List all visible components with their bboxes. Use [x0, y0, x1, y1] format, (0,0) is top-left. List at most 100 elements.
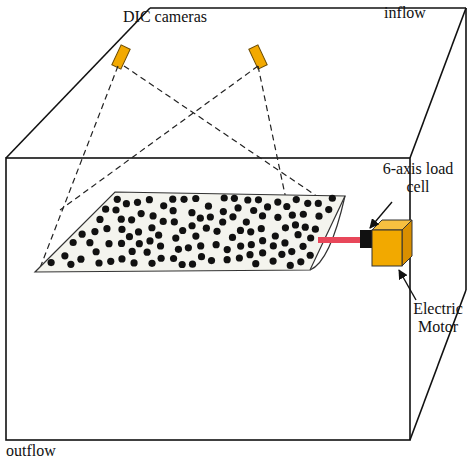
speckle-dot	[294, 231, 301, 238]
speckle-dot	[282, 224, 289, 231]
speckle-dot	[224, 256, 231, 263]
speckle-dot	[270, 242, 277, 249]
speckle-dot	[160, 218, 167, 225]
speckle-dot	[219, 218, 226, 225]
speckle-dot	[213, 228, 220, 235]
speckle-dot	[207, 213, 214, 220]
speckle-dot	[288, 248, 295, 255]
speckle-dot	[208, 257, 215, 264]
speckle-dot	[95, 259, 102, 266]
electric-motor	[372, 220, 412, 266]
speckle-dot	[269, 257, 276, 264]
speckle-dot	[185, 244, 192, 251]
speckle-dot	[118, 240, 125, 247]
speckle-dot	[237, 242, 244, 249]
speckle-dot	[128, 216, 135, 223]
speckle-dot	[274, 199, 281, 206]
speckle-dot	[130, 259, 137, 266]
speckle-dot	[158, 255, 165, 262]
speckle-dot	[304, 200, 311, 207]
speckle-dot	[325, 206, 332, 213]
speckle-dot	[105, 240, 112, 247]
speckle-dot	[246, 251, 253, 258]
speckle-dot	[315, 200, 322, 207]
speckle-dot	[259, 212, 266, 219]
speckle-dot	[272, 232, 279, 239]
speckle-dot	[307, 234, 314, 241]
speckle-dot	[205, 203, 212, 210]
tunnel-outline	[6, 8, 466, 440]
speckle-dot	[70, 239, 77, 246]
speckle-dot	[236, 254, 243, 261]
speckle-dot	[134, 199, 141, 206]
speckle-dot	[258, 225, 265, 232]
speckle-dot	[283, 203, 290, 210]
speckle-dot	[135, 228, 142, 235]
speckle-dot	[91, 228, 98, 235]
speckle-dot	[302, 224, 309, 231]
speckle-dot	[234, 204, 241, 211]
speckle-dot	[169, 196, 176, 203]
speckle-dot	[118, 226, 125, 233]
speckle-dot	[197, 242, 204, 249]
speckle-dot	[243, 219, 250, 226]
dic-camera	[112, 45, 267, 69]
speckle-dot	[144, 249, 151, 256]
speckle-dot	[123, 200, 130, 207]
load-cell-label: 6-axis load cell	[382, 160, 454, 195]
speckle-dot	[118, 255, 125, 262]
inflow-label: inflow	[365, 4, 445, 22]
speckle-dot	[112, 206, 119, 213]
speckle-dot	[179, 261, 186, 268]
speckle-dot	[160, 202, 167, 209]
speckle-dot	[79, 231, 86, 238]
speckle-dot	[103, 225, 110, 232]
speckle-dot	[297, 258, 304, 265]
speckle-dot	[148, 260, 155, 267]
speckle-dot	[107, 258, 114, 265]
outflow-label: outflow	[6, 442, 96, 460]
speckle-dot	[203, 225, 210, 232]
speckle-dot	[259, 237, 266, 244]
speckle-dot	[180, 196, 187, 203]
speckle-dot	[307, 252, 314, 259]
speckle-dot	[274, 214, 281, 221]
speckle-dot	[247, 228, 254, 235]
speckle-dot	[67, 261, 74, 268]
speckle-dot	[171, 218, 178, 225]
speckle-dot	[278, 251, 285, 258]
speckle-dot	[146, 196, 153, 203]
speckle-dot	[138, 210, 145, 217]
speckle-dot	[129, 248, 136, 255]
speckle-dot	[300, 211, 307, 218]
speckle-dot	[259, 249, 266, 256]
speckle-dot	[61, 252, 68, 259]
speckle-dot	[229, 234, 236, 241]
speckle-dot	[252, 260, 259, 267]
speckle-dot	[255, 196, 262, 203]
speckle-dot	[172, 234, 179, 241]
sting-rod	[318, 237, 362, 243]
speckle-dot	[198, 253, 205, 260]
speckle-dot	[175, 246, 182, 253]
speckle-dot	[192, 233, 199, 240]
speckle-dot	[86, 239, 93, 246]
load-cell	[360, 230, 372, 248]
speckle-dot	[192, 195, 199, 202]
speckle-dot	[155, 232, 162, 239]
speckle-dot	[48, 259, 55, 266]
speckle-dot	[188, 209, 195, 216]
speckle-dot	[136, 240, 143, 247]
speckle-dot	[250, 207, 257, 214]
speckle-dot	[179, 227, 186, 234]
speckle-dot	[220, 208, 227, 215]
speckle-dot	[221, 194, 228, 201]
speckle-dot	[170, 255, 177, 262]
speckle-dot	[237, 227, 244, 234]
speckle-dot	[188, 222, 195, 229]
speckle-dot	[312, 226, 319, 233]
speckle-dot	[287, 262, 294, 269]
speckle-dot	[157, 242, 164, 249]
